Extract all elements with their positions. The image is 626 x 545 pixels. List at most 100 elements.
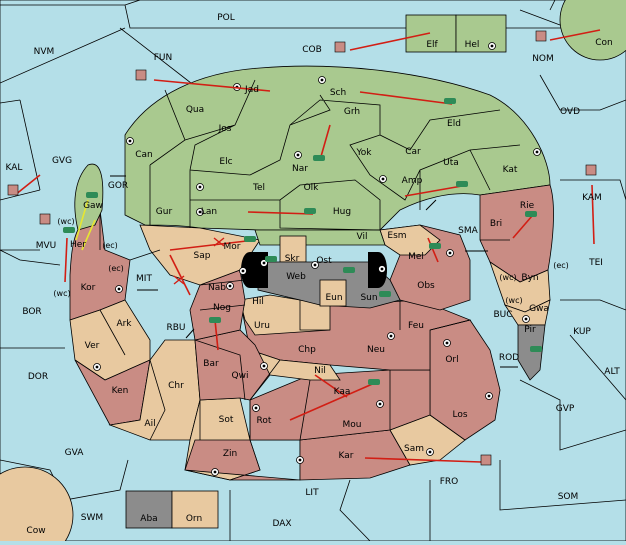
cancel-marks — [173, 237, 225, 285]
province-label-ver: Ver — [85, 341, 100, 351]
province-aba[interactable] — [125, 490, 173, 529]
province-label-obs: Obs — [417, 281, 435, 291]
sea-label-ovd: OVD — [560, 107, 580, 117]
sea-label-lit: LIT — [305, 488, 319, 498]
province-gwa[interactable] — [504, 299, 551, 326]
province-cow[interactable] — [0, 466, 74, 545]
province-label-grh: Grh — [344, 107, 360, 117]
province-con[interactable] — [559, 0, 626, 61]
supply-centers — [93, 42, 541, 476]
province-label-gwa: Gwa — [529, 304, 549, 314]
sea-label-dor: DOR — [28, 372, 48, 382]
province-hel[interactable] — [455, 14, 507, 53]
province-orn[interactable] — [171, 490, 219, 529]
sea-label-cow: Cow — [26, 526, 45, 536]
region-rot-kaa-mou — [249, 369, 431, 441]
sea-labels: POLNVMFUNCOBNOMOVDGVGKALGORKAMSMAMVUTEIM… — [6, 13, 621, 536]
province-label-mou: Mou — [343, 420, 362, 430]
sea-label-rbu: RBU — [166, 323, 185, 333]
coast-label-ec2: (ec) — [108, 264, 124, 273]
province-label-mel: Mel — [408, 252, 424, 262]
province-label-byn: Byn — [521, 273, 538, 283]
coast-labels: (wc)(ec)(ec)(wc)(wc)(ec)(wc) — [53, 217, 568, 305]
province-label-uru: Uru — [254, 321, 270, 331]
province-label-rie: Rie — [520, 201, 535, 211]
province-label-jos: Jos — [218, 124, 232, 134]
sea-label-bor: BOR — [22, 307, 41, 317]
sea-label-gva: GVA — [65, 448, 85, 458]
sea-label-gor: GOR — [108, 181, 128, 191]
coast-label-ec3: (ec) — [553, 261, 569, 270]
province-label-zin: Zin — [223, 449, 237, 459]
province-label-nab: Nab — [208, 283, 226, 293]
province-label-ken: Ken — [112, 386, 129, 396]
province-label-sot: Sot — [219, 415, 234, 425]
province-label-nil: Nil — [314, 366, 326, 376]
province-label-orn: Orn — [186, 514, 202, 524]
province-label-hel: Hel — [465, 40, 480, 50]
province-label-yok: Yok — [355, 148, 372, 158]
province-label-qwi: Qwi — [232, 371, 249, 381]
sea-label-buc: BUC — [493, 310, 512, 320]
sea-label-pol: POL — [217, 13, 235, 23]
province-label-jad: Jad — [244, 85, 259, 95]
sea-label-kup: KUP — [573, 327, 591, 337]
sea-label-con: Con — [595, 38, 613, 48]
province-label-chr: Chr — [168, 381, 184, 391]
province-label-rot: Rot — [257, 416, 272, 426]
fleets — [7, 30, 597, 466]
sea-label-swm: SWM — [81, 513, 103, 523]
region-sap-mor — [139, 224, 261, 286]
province-label-uta: Uta — [443, 158, 459, 168]
sea-label-kam: KAM — [582, 193, 602, 203]
sea-label-tei: TEI — [588, 258, 603, 268]
support-lines — [75, 199, 96, 251]
province-label-kor: Kor — [81, 283, 96, 293]
province-label-nar: Nar — [292, 164, 308, 174]
province-label-amp: Amp — [402, 176, 423, 186]
province-label-kaa: Kaa — [334, 387, 351, 397]
province-eun[interactable] — [319, 279, 347, 307]
sea-label-nom: NOM — [532, 54, 554, 64]
province-label-esm: Esm — [387, 231, 406, 241]
sea-label-som: SOM — [558, 492, 579, 502]
order-arrows — [14, 29, 601, 463]
province-label-aba: Aba — [140, 514, 157, 524]
province-elf[interactable] — [405, 14, 457, 53]
province-label-los: Los — [452, 410, 467, 420]
province-label-elf: Elf — [426, 40, 438, 50]
region-bar-qwi — [194, 329, 271, 401]
capsule-right-cap — [368, 252, 387, 288]
province-boundaries — [99, 79, 521, 441]
province-label-qua: Qua — [186, 105, 204, 115]
province-label-chp: Chp — [298, 345, 316, 355]
province-label-hug: Hug — [333, 207, 351, 217]
sea-label-rod: ROD — [499, 353, 519, 363]
province-label-pir: Pir — [524, 325, 536, 335]
province-label-ost: Ost — [316, 256, 332, 266]
coast-label-wc2: (wc) — [53, 289, 70, 298]
sea-label-dax: DAX — [272, 519, 291, 529]
province-skr[interactable] — [279, 235, 307, 263]
province-label-ail: Ail — [144, 419, 155, 429]
province-label-skr: Skr — [285, 254, 300, 264]
province-label-her: Her — [70, 240, 86, 250]
units — [63, 98, 542, 385]
sea-label-mit: MIT — [136, 274, 152, 284]
province-label-kar: Kar — [339, 451, 354, 461]
sea-label-alt: ALT — [604, 367, 620, 377]
sea-label-mvu: MVU — [36, 241, 57, 251]
sea-label-kal: KAL — [6, 163, 23, 173]
sea-label-sma: SMA — [458, 226, 478, 236]
province-label-mor: Mor — [224, 242, 241, 252]
province-label-sch: Sch — [330, 88, 346, 98]
province-label-neu: Neu — [367, 345, 385, 355]
province-label-bar: Bar — [203, 359, 219, 369]
province-label-elc: Elc — [219, 157, 232, 167]
province-label-gur: Gur — [156, 207, 173, 217]
province-label-hil: Hil — [252, 297, 264, 307]
province-pir[interactable] — [517, 324, 546, 381]
